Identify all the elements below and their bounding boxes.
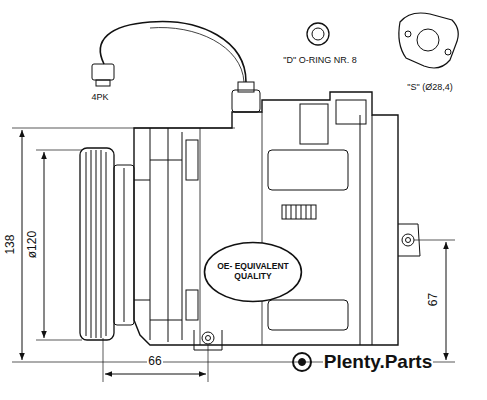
- dimension: 67: [427, 292, 440, 307]
- dimension: ø120: [26, 230, 39, 259]
- part-note: "S" (Ø28,4): [406, 83, 453, 93]
- part-note: "D" O-RING NR. 8: [282, 56, 357, 66]
- watermark: Plenty.Parts: [323, 352, 433, 373]
- dimension: 66: [147, 355, 162, 368]
- quality-text: OE- EQUIVALENT QUALITY: [216, 262, 290, 282]
- belt-profile: 4PK: [90, 93, 109, 103]
- quality-ellipse: OE- EQUIVALENT QUALITY: [203, 241, 303, 303]
- dimension: 138: [4, 234, 17, 256]
